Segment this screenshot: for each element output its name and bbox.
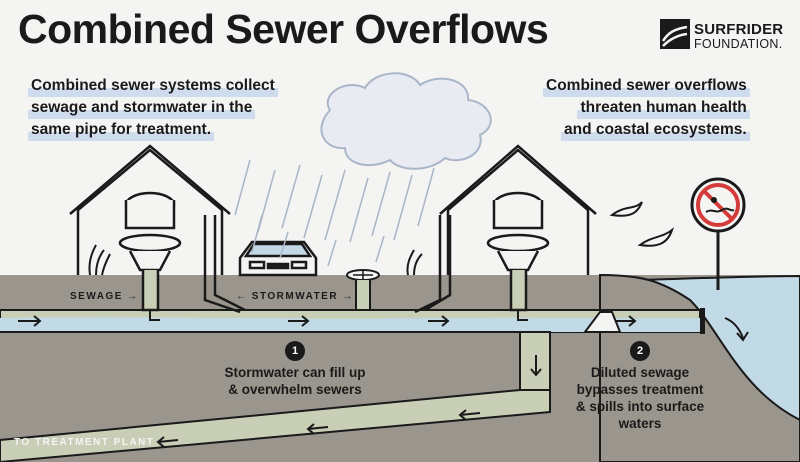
stormwater-label: ← STORMWATER → xyxy=(236,291,354,302)
step-2-badge: 2 xyxy=(630,341,650,361)
no-swimming-sign-icon xyxy=(690,177,746,290)
rain-icon xyxy=(234,159,435,267)
step-1-badge: 1 xyxy=(285,341,305,361)
bird-icon xyxy=(609,201,675,247)
step-1-line: & overwhelm sewers xyxy=(228,382,362,397)
flow-arrow-icon xyxy=(724,317,749,342)
page-title: Combined Sewer Overflows xyxy=(18,6,549,52)
surfrider-logo: SURFRIDER FOUNDATION. xyxy=(660,17,790,57)
overflow-weir xyxy=(583,311,622,333)
car-icon xyxy=(238,240,318,277)
toilet-icon xyxy=(486,191,550,312)
caption-right-line: and coastal ecosystems. xyxy=(561,119,750,141)
caption-left-line: sewage and stormwater in the xyxy=(28,97,256,119)
caption-right-line: threaten human health xyxy=(577,97,750,119)
treatment-plant-label: TO TREATMENT PLANT xyxy=(14,437,155,448)
logo-subname: FOUNDATION. xyxy=(694,37,783,51)
gutter-pipe xyxy=(414,215,452,314)
caption-right-line: Combined sewer overflows xyxy=(543,75,750,97)
treatment-pipe xyxy=(0,389,551,462)
flow-arrow-icon xyxy=(18,310,637,448)
cloud-icon xyxy=(320,72,492,170)
gutter-pipe xyxy=(203,215,246,314)
step-2-line: Diluted sewage xyxy=(590,365,690,380)
storm-drain-icon xyxy=(346,269,380,311)
sewage-label: SEWAGE → xyxy=(70,291,139,302)
caption-left-line: same pipe for treatment. xyxy=(28,119,215,141)
caption-left-line: Combined sewer systems collect xyxy=(28,75,278,97)
pipe-water xyxy=(0,317,700,332)
caption-left: Combined sewer systems collect sewage an… xyxy=(28,75,278,141)
step-2-line: bypasses treatment xyxy=(576,382,704,397)
step-2-line: & spills into surface xyxy=(575,399,705,414)
step-1-line: Stormwater can fill up xyxy=(224,365,366,380)
step-1-text: Stormwater can fill up & overwhelm sewer… xyxy=(200,364,390,398)
grass-icon xyxy=(88,244,423,276)
pipe-outline xyxy=(0,309,700,333)
caption-right: Combined sewer overflows threaten human … xyxy=(543,75,750,141)
surfrider-logo-icon xyxy=(660,19,690,49)
step-2-text: Diluted sewage bypasses treatment & spil… xyxy=(560,364,720,432)
outfall-pipe xyxy=(700,308,705,334)
logo-name: SURFRIDER xyxy=(694,21,784,38)
step-2-line: waters xyxy=(618,416,662,431)
